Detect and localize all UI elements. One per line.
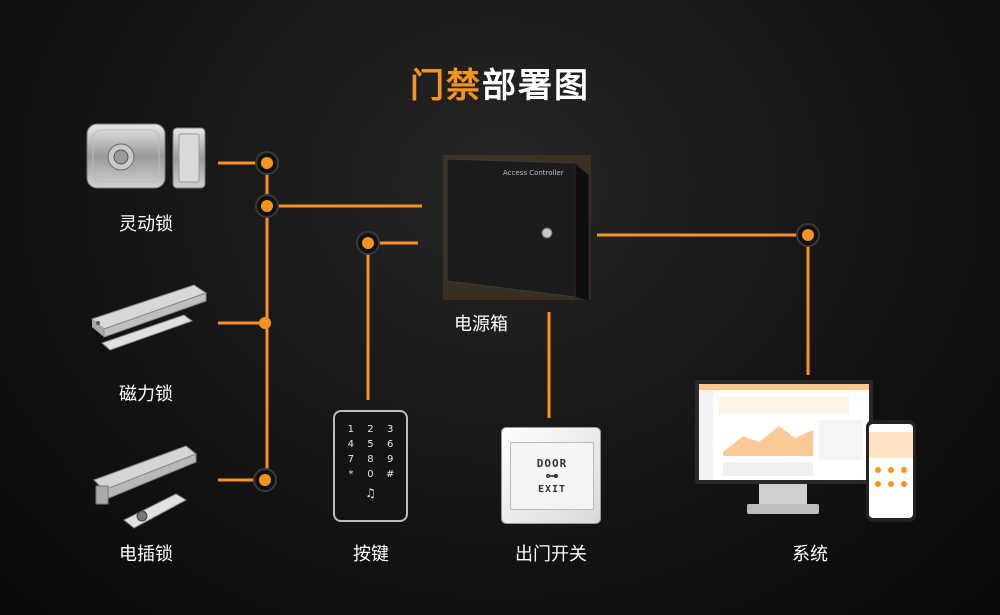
key-icon: ⊶ bbox=[545, 469, 559, 484]
keypad-grid: 1 2 3 4 5 6 7 8 9 * 0 # bbox=[335, 412, 406, 480]
lock3-label: 电插锁 bbox=[119, 544, 173, 565]
keypad-key: # bbox=[385, 469, 395, 480]
door-text: DOOR bbox=[536, 457, 568, 470]
page-title: 门禁部署图 bbox=[0, 58, 1000, 107]
phone-image bbox=[866, 420, 916, 522]
keypad-key: 9 bbox=[386, 454, 394, 465]
system-label: 系统 bbox=[792, 544, 828, 565]
keypad-key: 8 bbox=[367, 454, 374, 465]
magnetic-lock-image bbox=[90, 284, 208, 351]
node-lock2 bbox=[259, 317, 271, 329]
lock1-label: 灵动锁 bbox=[119, 214, 173, 235]
exit-switch-plate: DOOR ⊶ EXIT bbox=[510, 442, 594, 510]
keypad-key: 2 bbox=[367, 424, 374, 435]
keypad-key: 7 bbox=[347, 454, 355, 465]
keypad-key: 4 bbox=[347, 439, 355, 450]
keypad-key: 0 bbox=[367, 469, 374, 480]
title-rest: 部署图 bbox=[482, 66, 590, 106]
keypad-key: 5 bbox=[367, 439, 374, 450]
lock2-label: 磁力锁 bbox=[119, 384, 173, 405]
power-box-image: Access Controller bbox=[443, 155, 591, 300]
keypad-label: 按键 bbox=[353, 544, 389, 565]
electric-bolt-lock-image bbox=[93, 445, 197, 529]
keypad-key: 3 bbox=[386, 424, 394, 435]
keypad-key: 1 bbox=[347, 424, 355, 435]
title-accent: 门禁 bbox=[410, 66, 482, 106]
power-box-label: 电源箱 bbox=[454, 314, 508, 335]
keypad-key: 6 bbox=[386, 439, 394, 450]
keypad-key: * bbox=[348, 469, 354, 480]
keypad-image: 1 2 3 4 5 6 7 8 9 * 0 # ♫ bbox=[333, 410, 408, 522]
exit-text: EXIT bbox=[537, 484, 567, 495]
exit-switch-image: DOOR ⊶ EXIT bbox=[502, 428, 600, 523]
monitor-image bbox=[695, 380, 873, 514]
exit-switch-label: 出门开关 bbox=[515, 544, 587, 565]
rim-lock-image bbox=[86, 123, 206, 189]
box-label-text: Access Controller bbox=[503, 169, 564, 177]
bell-icon: ♫ bbox=[365, 486, 376, 500]
